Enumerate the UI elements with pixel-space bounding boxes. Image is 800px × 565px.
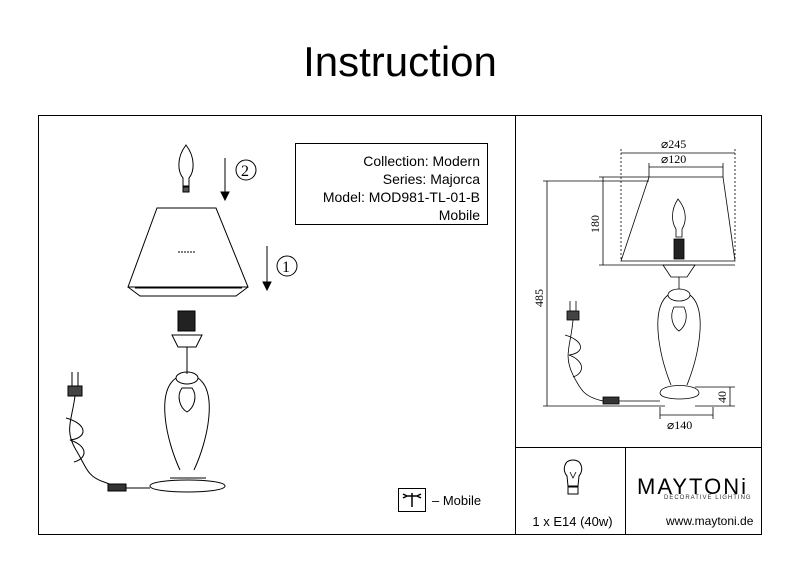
website-link[interactable]: www.maytoni.de xyxy=(666,514,754,528)
dim-180: 180 xyxy=(588,215,602,233)
bottom-divider xyxy=(625,447,626,535)
step2-arrow xyxy=(220,158,257,202)
model-text: Model: MOD981-TL-01-B xyxy=(322,189,480,205)
dim-120: ⌀120 xyxy=(661,152,686,166)
brand-logo: MAYTONi xyxy=(637,474,748,499)
horizontal-divider xyxy=(515,447,762,448)
step1-arrow xyxy=(262,246,298,292)
series-text: Series: Majorca xyxy=(382,171,480,187)
dim-40: 40 xyxy=(715,391,729,403)
dim-485: 485 xyxy=(532,289,546,307)
dim-245: ⌀245 xyxy=(661,137,686,151)
step2-label: 2 xyxy=(241,163,249,180)
step1-label: 1 xyxy=(282,259,290,276)
lamp-base-illustration xyxy=(149,310,226,493)
bulb-spec: 1 x E14 (40w) xyxy=(532,514,613,529)
brand-tagline: DECORATIVE LIGHTING xyxy=(664,495,752,501)
page-title: Instruction xyxy=(303,38,497,85)
bulb-illustration xyxy=(178,144,194,193)
variant-text: Mobile xyxy=(438,207,480,223)
mobile-legend: – Mobile xyxy=(398,488,481,512)
dim-140: ⌀140 xyxy=(667,418,692,432)
assembly-drawing: 2 1 xyxy=(65,144,298,493)
outer-frame xyxy=(38,115,762,535)
cable-illustration xyxy=(65,372,150,492)
mobile-label: – Mobile xyxy=(432,492,482,508)
vertical-divider xyxy=(515,115,516,535)
dimension-drawing: ⌀245 ⌀120 180 485 40 ⌀140 xyxy=(532,137,736,432)
mobile-icon xyxy=(398,488,426,512)
product-info-box: Collection: Modern Series: Majorca Model… xyxy=(295,143,488,225)
bulb-icon xyxy=(563,459,583,495)
shade-illustration xyxy=(127,207,249,297)
collection-text: Collection: Modern xyxy=(363,153,480,169)
